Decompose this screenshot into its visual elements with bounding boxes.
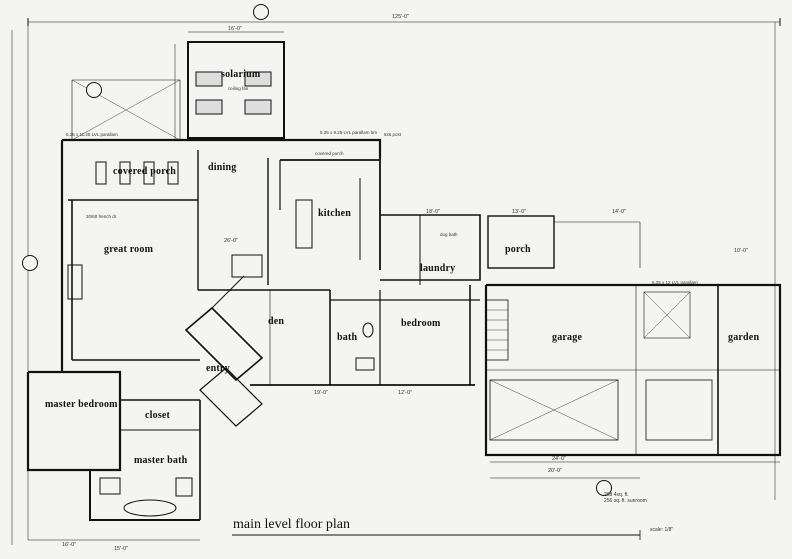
- post-note: 6x6 post: [384, 132, 402, 137]
- area-line: 256 sq. ft. sunroom: [604, 498, 647, 504]
- room-label-great-room: great room: [104, 244, 154, 255]
- section-marker: [253, 4, 269, 20]
- room-label-porch: porch: [505, 244, 531, 255]
- porch-note: covered porch: [315, 151, 344, 156]
- door-note: 30/60 french dr.: [86, 214, 118, 219]
- beam-note: 5.25 x 9.25 LVL parallam bm: [320, 130, 378, 135]
- area-line: 268 4sq. ft.: [604, 492, 629, 498]
- dimension-label: 18'-0": [426, 209, 441, 215]
- dimension-label: 16'-0": [228, 26, 243, 32]
- room-label-master-bath: master bath: [134, 455, 188, 466]
- dimension-label: 26'-0": [224, 238, 239, 244]
- dimension-label: 10'-0": [734, 248, 749, 254]
- dimension-label: 19'-0": [314, 390, 329, 396]
- beam-note: 5.25 x 11.25 LVL parallam: [66, 132, 118, 137]
- room-label-master-bedroom: master bedroom: [45, 399, 118, 410]
- plan-title: main level floor plan: [233, 517, 351, 532]
- section-marker: [86, 82, 102, 98]
- room-label-garden: garden: [728, 332, 760, 343]
- room-label-bath: bath: [337, 332, 358, 343]
- room-label-kitchen: kitchen: [318, 208, 352, 219]
- dimension-label: 15'-0": [114, 546, 129, 552]
- room-label-bedroom: bedroom: [401, 318, 441, 329]
- overall-dimension: 125'-0": [392, 14, 410, 20]
- room-label-entry: entry: [206, 363, 230, 374]
- dimension-label: 24'-0": [552, 456, 567, 462]
- dimension-label: 14'-0": [612, 209, 627, 215]
- section-marker: [596, 480, 612, 496]
- room-label-den: den: [268, 316, 285, 327]
- area-notes: 268 4sq. ft. 256 sq. ft. sunroom: [604, 492, 647, 504]
- room-label-covered-porch: covered porch: [113, 166, 177, 177]
- beam-note: 5.25 x 12 LVL parallam: [652, 280, 698, 285]
- room-label-solarium: solarium: [221, 69, 261, 80]
- dimension-label: 12'-0": [398, 390, 413, 396]
- dog-bath-note: dog bath: [440, 232, 458, 237]
- room-label-closet: closet: [145, 410, 171, 421]
- room-label-dining: dining: [208, 162, 237, 173]
- section-marker: [22, 255, 38, 271]
- room-label-laundry: laundry: [420, 263, 456, 274]
- dimension-label: 16'-0": [62, 542, 77, 548]
- fan-note: ceiling fan: [228, 86, 249, 91]
- dimension-label: 20'-0": [548, 468, 563, 474]
- room-label-garage: garage: [552, 332, 583, 343]
- scale-label: scale: 1/8": [650, 527, 674, 533]
- dimension-label: 13'-0": [512, 209, 527, 215]
